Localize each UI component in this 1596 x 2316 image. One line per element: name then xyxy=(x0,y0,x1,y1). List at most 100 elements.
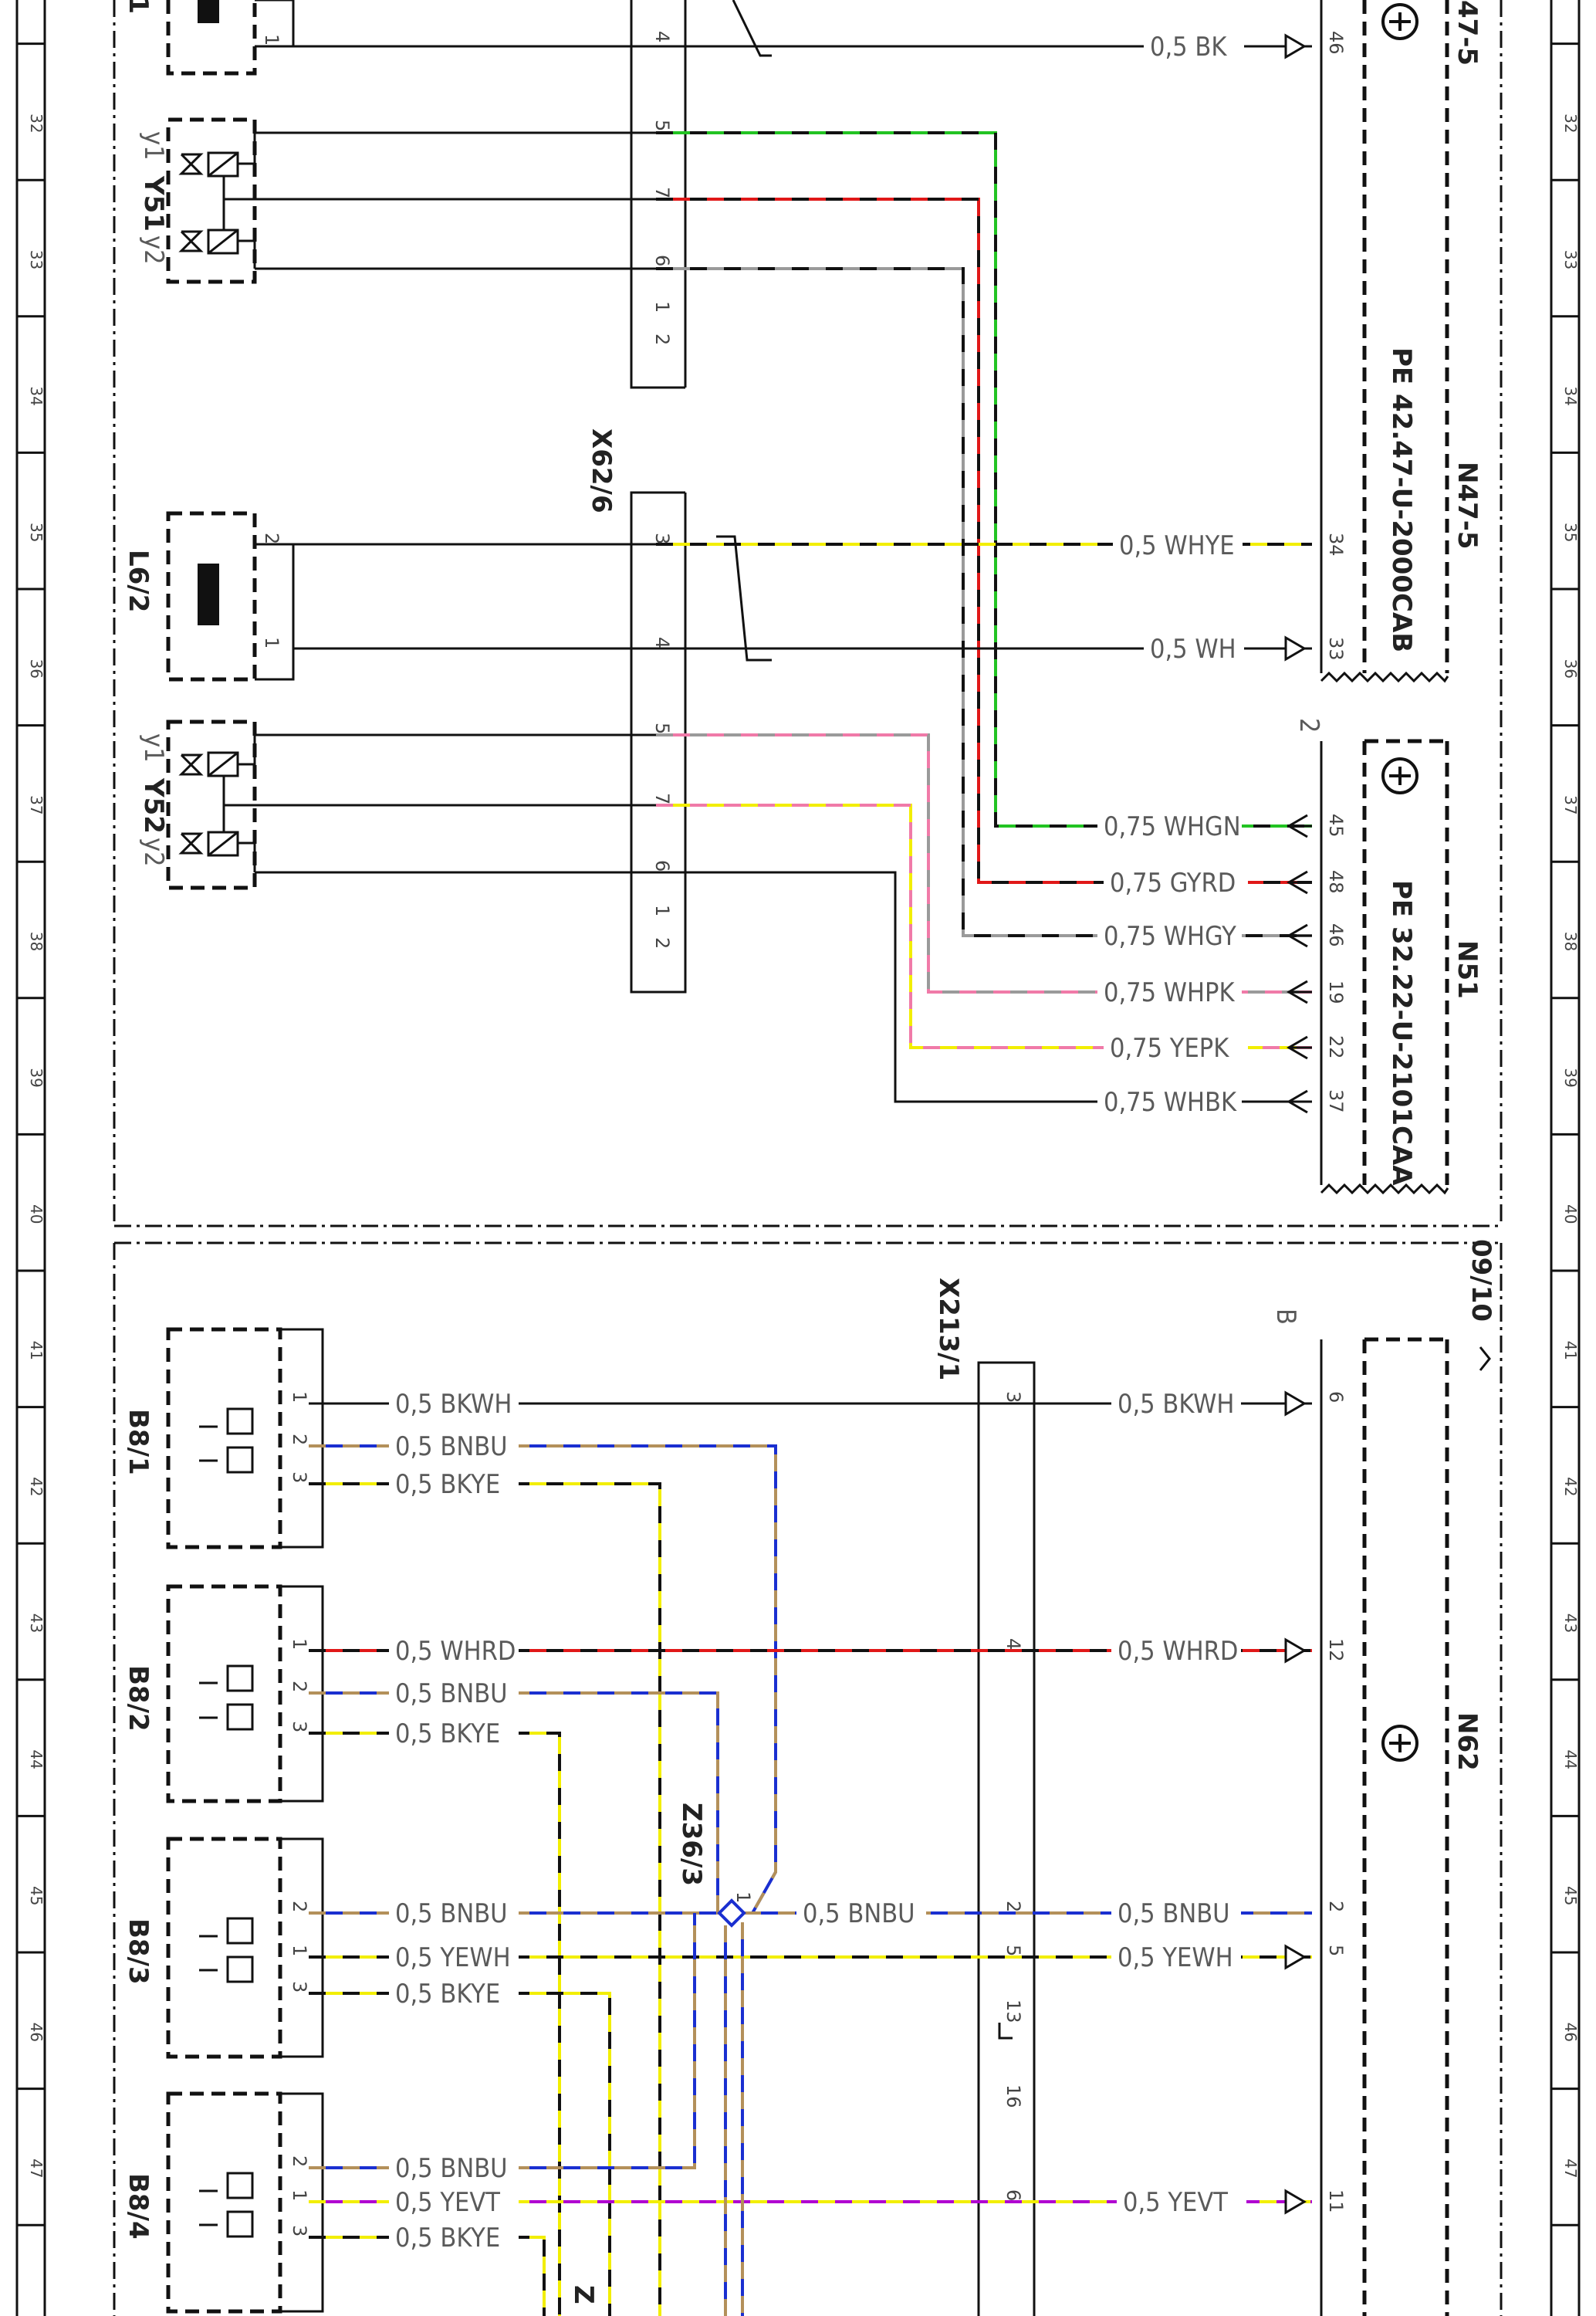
row-number: 39 xyxy=(27,1068,46,1087)
wire-label: 0,5 WH xyxy=(1150,634,1236,665)
shield-lines xyxy=(716,0,772,662)
wire xyxy=(309,1913,696,2169)
wire xyxy=(656,131,1312,828)
row-number: 35 xyxy=(1561,523,1580,542)
row-number: 44 xyxy=(27,1749,46,1769)
wire xyxy=(656,804,1312,1049)
pin-number: 2 xyxy=(289,1901,310,1912)
connector-label: X62/6 xyxy=(586,428,617,513)
wire xyxy=(656,733,1312,994)
row-number: 44 xyxy=(1561,1749,1580,1769)
row-number: 42 xyxy=(1561,1477,1580,1496)
wire-label-bg xyxy=(796,1899,926,1928)
row-number: 33 xyxy=(27,250,46,269)
n51-box xyxy=(1320,739,1449,1195)
cross-reference-label: 09/10 xyxy=(1466,1239,1496,1322)
wire-label: 0,75 YEPK xyxy=(1110,1033,1229,1064)
signal-arrow-icon xyxy=(1284,33,1307,59)
wire-label: 0,5 YEVT xyxy=(1123,2187,1228,2218)
pin-number: 33 xyxy=(1325,637,1347,661)
row-number: 40 xyxy=(1561,1204,1580,1224)
row-number: 41 xyxy=(27,1341,46,1360)
pin-number: 7 xyxy=(651,187,673,198)
pin-number: 4 xyxy=(651,31,673,42)
connector-x213-1 xyxy=(977,1361,1036,2316)
component-label: Y52 xyxy=(138,777,169,834)
row-number: 42 xyxy=(27,1477,46,1496)
row-number: 32 xyxy=(27,113,46,133)
row-number: 33 xyxy=(1561,250,1580,269)
wire-label: 0,5 BNBU xyxy=(395,1431,508,1462)
wire-label-bg xyxy=(389,2223,519,2253)
signal-arrow-icon xyxy=(1284,2189,1307,2215)
row-number: 46 xyxy=(27,2023,46,2042)
transistor-icon xyxy=(1381,1725,1418,1762)
row-number: 40 xyxy=(27,1204,46,1224)
y51-valve xyxy=(166,117,257,284)
component-label: Y51 xyxy=(138,175,169,232)
row-labels: 3131323233333434353536363737383839394040… xyxy=(27,113,1580,2178)
pin-number: 4 xyxy=(1003,1638,1024,1650)
wire-label-bg xyxy=(1111,1637,1241,1666)
document-ref-label: PE 32.22-U-2101CAA xyxy=(1386,880,1417,1186)
row-number: 43 xyxy=(27,1613,46,1633)
wire-label-bg xyxy=(1144,635,1244,664)
wire-label: 0,5 WHRD xyxy=(1118,1636,1238,1667)
row-number: 38 xyxy=(1561,932,1580,951)
coil-top-core xyxy=(198,0,219,23)
transistor-icon xyxy=(1381,3,1418,40)
wire-label: 0,5 BKWH xyxy=(395,1389,512,1420)
row-number: 47 xyxy=(1561,2159,1580,2178)
n62-box xyxy=(1320,1337,1449,2316)
component-pin-label: y2 xyxy=(138,235,169,265)
lower-frame xyxy=(113,1241,1503,2316)
wire xyxy=(309,1444,777,1914)
wire-label: 0,5 BK xyxy=(1150,32,1227,63)
row-number: 32 xyxy=(1561,113,1580,133)
pin-number: 5 xyxy=(651,723,673,734)
b8-3-sensor xyxy=(166,1837,324,2059)
pin-number: 1 xyxy=(289,1391,310,1403)
transistor-icon xyxy=(1381,757,1418,794)
wires xyxy=(255,45,1312,2316)
pin-number: 3 xyxy=(1003,1391,1024,1403)
pin-number: 5 xyxy=(1003,1945,1024,1956)
wire-label-bg xyxy=(389,1979,519,2009)
component-label: B8/4 xyxy=(123,2173,154,2240)
pin-number: 2 xyxy=(1325,1901,1347,1912)
pin-number: 2 xyxy=(651,334,673,345)
wire-label: 0,5 WHYE xyxy=(1119,530,1235,561)
control-unit-label: N47-5 xyxy=(1452,462,1483,550)
wire-label-bg xyxy=(389,1637,519,1666)
wire-label: 0,5 WHRD xyxy=(395,1636,516,1667)
wire-label-bg xyxy=(1104,1034,1248,1063)
wire-label-bg xyxy=(1111,1390,1241,1419)
pin-number: 5 xyxy=(651,120,673,131)
wire xyxy=(255,871,1312,1103)
pin-number: 1 xyxy=(261,637,282,648)
pin-number: 2 xyxy=(289,2155,310,2167)
arrow-down-icon xyxy=(1479,1346,1491,1371)
pin-number: 2 xyxy=(651,937,673,949)
pin-number: 19 xyxy=(1325,980,1347,1004)
arrows xyxy=(998,33,1312,2215)
component-label: B8/3 xyxy=(123,1918,154,1985)
wire-label-bg xyxy=(1097,978,1242,1007)
row-number: 41 xyxy=(1561,1341,1580,1360)
pin-number: 1 xyxy=(289,1638,310,1650)
splice-label: Z xyxy=(568,2285,599,2304)
pin-number: 3 xyxy=(651,533,673,544)
pin-number: 2 xyxy=(1003,1901,1024,1912)
wire-label-bg xyxy=(389,1943,519,1972)
pin-number: 1 xyxy=(651,905,673,916)
component-label: L6/2 xyxy=(123,550,154,612)
wire-label: 0,75 WHGY xyxy=(1104,921,1236,952)
wire-label: 0,5 BNBU xyxy=(1118,1898,1230,1929)
wire-label: 0,5 BKYE xyxy=(395,1979,500,2010)
wire-label-bg xyxy=(389,1432,519,1461)
pin-number: 1 xyxy=(732,1891,754,1903)
l6-2-coil xyxy=(166,511,295,682)
wire-label-bg xyxy=(1111,1899,1241,1928)
b8-1-sensor xyxy=(166,1327,324,1549)
